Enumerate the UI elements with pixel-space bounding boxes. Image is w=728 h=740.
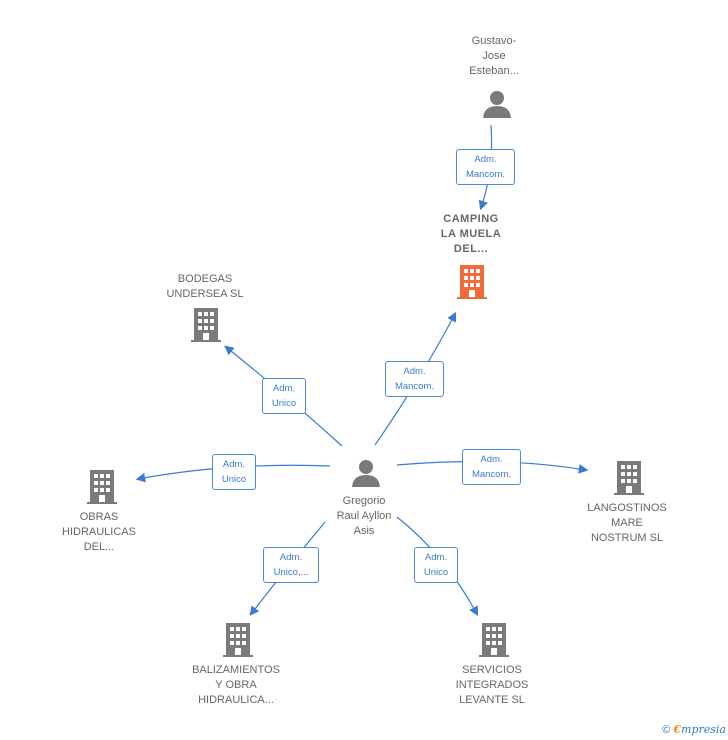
node-label-gustavo[interactable]: Gustavo- Jose Esteban...	[469, 35, 519, 77]
building-icon-servicios[interactable]	[479, 623, 509, 657]
node-label-camping[interactable]: CAMPING LA MUELA DEL...	[440, 213, 502, 255]
building-icon-bodegas[interactable]	[191, 308, 221, 342]
edge-label-gregorio-obras: Adm. Unico	[212, 454, 256, 490]
building-icon-langostinos[interactable]	[614, 461, 644, 495]
building-icon-camping[interactable]	[457, 265, 487, 299]
edge-label-gregorio-balizamientos: Adm. Unico,...	[263, 547, 319, 583]
brand-logo: €mpresia	[673, 723, 726, 736]
empresia-brand: © €mpresia	[662, 723, 726, 736]
building-icon-obras[interactable]	[87, 470, 117, 504]
edge-label-gregorio-bodegas: Adm. Unico	[262, 378, 306, 414]
node-label-gregorio[interactable]: Gregorio Raul Ayllon Asis	[336, 495, 392, 537]
node-label-servicios[interactable]: SERVICIOS INTEGRADOS LEVANTE SL	[455, 664, 529, 706]
person-icon-gregorio[interactable]	[351, 458, 381, 488]
edge-label-gustavo-camping: Adm. Mancom.	[456, 149, 515, 185]
edge-label-gregorio-camping: Adm. Mancom.	[385, 361, 444, 397]
building-icon-balizamientos[interactable]	[223, 623, 253, 657]
node-label-langostinos[interactable]: LANGOSTINOS MARE NOSTRUM SL	[587, 502, 667, 544]
node-label-bodegas[interactable]: BODEGAS UNDERSEA SL	[166, 273, 244, 300]
edge-label-gregorio-servicios: Adm. Unico	[414, 547, 458, 583]
edge-label-gregorio-langostinos: Adm. Mancom.	[462, 449, 521, 485]
node-label-obras[interactable]: OBRAS HIDRAULICAS DEL...	[62, 511, 136, 553]
copyright-symbol: ©	[662, 724, 671, 736]
person-icon-gustavo[interactable]	[482, 89, 512, 119]
node-label-balizamientos[interactable]: BALIZAMIENTOS Y OBRA HIDRAULICA...	[192, 664, 280, 706]
